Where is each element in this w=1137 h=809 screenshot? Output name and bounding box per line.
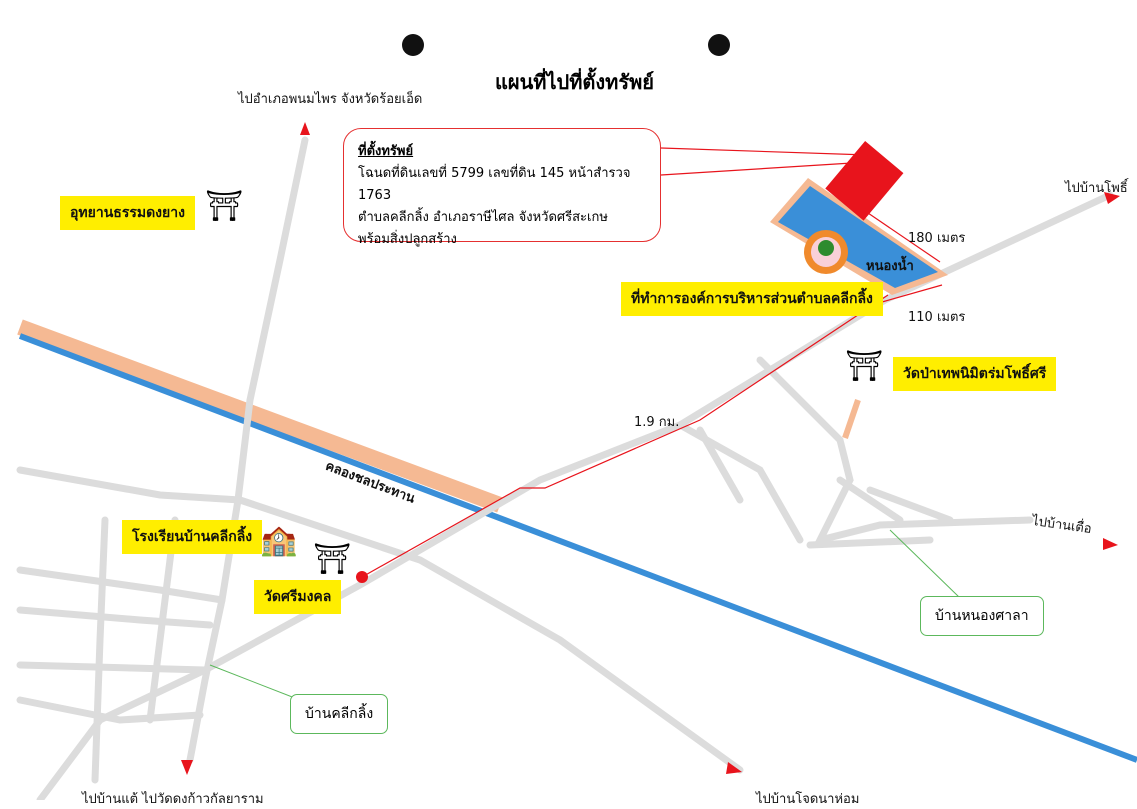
- callout-line: โฉนดที่ดินเลขที่ 5799 เลขที่ดิน 145 หน้า…: [358, 166, 631, 203]
- leader-lines: [209, 529, 961, 701]
- label-temple-west: วัดศรีมงคล: [254, 580, 342, 614]
- direction-south-west: ไปบ้านแต้ ไปวัดดงก้าวกัลยาราม: [82, 792, 264, 807]
- callout-line: ตำบลคลีกลิ้ง อำเภอราษีไศล จังหวัดศรีสะเก…: [358, 210, 608, 225]
- roads: [16, 136, 1114, 800]
- label-village-west: บ้านคลีกลิ้ง: [290, 694, 389, 734]
- canal: [17, 319, 1137, 763]
- temple-icon: ⛩: [205, 189, 244, 224]
- school-icon: 🏫: [260, 523, 298, 558]
- label-temple-east: วัดป่าเทพนิมิตร่มโพธิ์ศรี: [893, 357, 1057, 391]
- distance-180: 180 เมตร: [908, 231, 966, 246]
- temple-icon: ⛩: [845, 349, 884, 384]
- label-park: อุทยานธรรมดงยาง: [60, 196, 195, 230]
- direction-south-east: ไปบ้านโจดนาห่อม: [756, 792, 860, 807]
- temple-icon: ⛩: [313, 542, 352, 577]
- label-school: โรงเรียนบ้านคลีกลิ้ง: [122, 520, 263, 554]
- punch-hole: [402, 34, 424, 56]
- route-line: [361, 147, 943, 578]
- label-sao-office: ที่ทำการองค์การบริหารส่วนตำบลคลีกลิ้ง: [621, 282, 883, 316]
- distance-main: 1.9 กม.: [634, 415, 680, 430]
- direction-arrows: [181, 122, 1120, 775]
- start-point: [356, 571, 368, 583]
- property-marker: [825, 140, 904, 221]
- callout-line: พร้อมสิ่งปลูกสร้าง: [358, 232, 457, 247]
- direction-east-top: ไปบ้านโพธิ์: [1065, 181, 1128, 196]
- direction-north: ไปอำเภอพนมไพร จังหวัดร้อยเอ็ด: [238, 92, 423, 107]
- land-plot: [770, 178, 948, 295]
- punch-hole: [708, 34, 730, 56]
- map-title: แผนที่ไปที่ตั้งทรัพย์: [495, 70, 654, 94]
- callout-heading: ที่ตั้งทรัพย์: [358, 144, 414, 159]
- distance-110: 110 เมตร: [908, 310, 966, 325]
- property-callout: ที่ตั้งทรัพย์ โฉนดที่ดินเลขที่ 5799 เลขท…: [343, 128, 661, 247]
- label-village-east: บ้านหนองศาลา: [920, 596, 1044, 636]
- label-pond: หนองน้ำ: [866, 259, 914, 274]
